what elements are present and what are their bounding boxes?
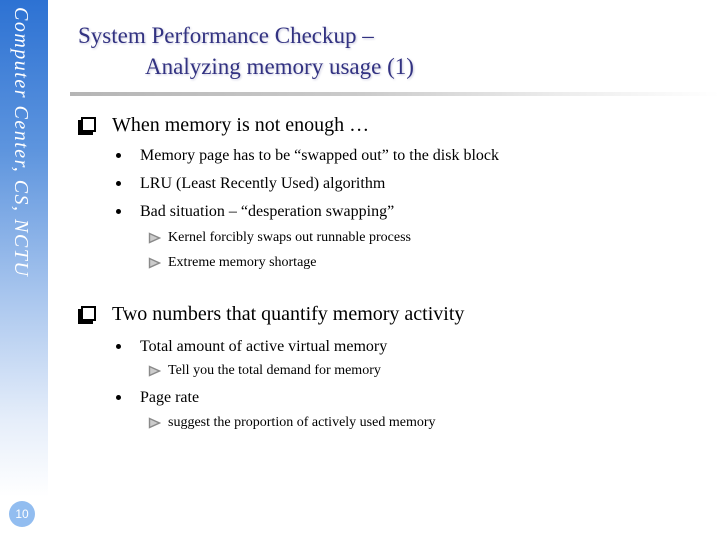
- bullet-item: Extreme memory shortage: [148, 253, 317, 273]
- title-line-2: Analyzing memory usage (1): [145, 54, 414, 79]
- bullet-item: Memory page has to be “swapped out” to t…: [114, 145, 499, 167]
- sidebar-affiliation-text: Computer Center, CS, NCTU: [10, 7, 32, 278]
- bullet-item: Bad situation – “desperation swapping”: [114, 201, 394, 223]
- square-bullet-icon: [81, 306, 96, 321]
- dot-bullet-icon: [116, 395, 121, 400]
- bullet-item: LRU (Least Recently Used) algorithm: [114, 173, 385, 195]
- sidebar: Computer Center, CS, NCTU 10: [0, 0, 48, 540]
- bullet-item: suggest the proportion of actively used …: [148, 413, 436, 433]
- bullet-item: When memory is not enough …: [78, 112, 369, 138]
- bullet-item: Tell you the total demand for memory: [148, 361, 381, 381]
- square-bullet-icon: [81, 117, 96, 132]
- bullet-text: Tell you the total demand for memory: [168, 363, 381, 378]
- bullet-text: LRU (Least Recently Used) algorithm: [140, 175, 386, 192]
- bullet-text: Total amount of active virtual memory: [140, 338, 388, 355]
- dot-bullet-icon: [116, 344, 121, 349]
- arrow-bullet-icon: [148, 257, 162, 269]
- bullet-text: Bad situation – “desperation swapping”: [140, 203, 395, 220]
- arrow-bullet-icon: [148, 365, 162, 377]
- bullet-text: Memory page has to be “swapped out” to t…: [140, 147, 500, 164]
- dot-bullet-icon: [116, 181, 121, 186]
- page-number-badge: 10: [9, 501, 35, 527]
- bullet-item: Total amount of active virtual memory: [114, 336, 387, 358]
- dot-bullet-icon: [116, 153, 121, 158]
- bullet-text: Extreme memory shortage: [168, 255, 317, 270]
- bullet-text: Two numbers that quantify memory activit…: [112, 303, 465, 325]
- bullet-item: Page rate: [114, 387, 199, 409]
- arrow-bullet-icon: [148, 417, 162, 429]
- bullet-text: suggest the proportion of actively used …: [168, 415, 436, 430]
- arrow-bullet-icon: [148, 232, 162, 244]
- title-line-1: System Performance Checkup –: [78, 23, 374, 48]
- bullet-text: When memory is not enough …: [112, 114, 370, 136]
- slide-title: System Performance Checkup – Analyzing m…: [78, 20, 414, 82]
- page-number: 10: [15, 507, 29, 521]
- dot-bullet-icon: [116, 209, 121, 214]
- bullet-item: Two numbers that quantify memory activit…: [78, 301, 464, 327]
- title-divider: [70, 92, 720, 96]
- bullet-item: Kernel forcibly swaps out runnable proce…: [148, 228, 411, 248]
- bullet-text: Page rate: [140, 389, 200, 406]
- bullet-text: Kernel forcibly swaps out runnable proce…: [168, 230, 411, 245]
